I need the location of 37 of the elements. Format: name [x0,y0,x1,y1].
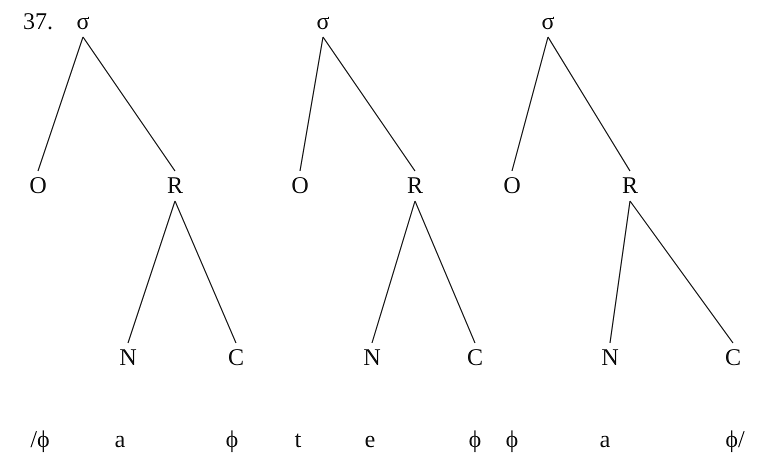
segment-symbol: ϕ [506,427,518,453]
segment-symbol: e [364,427,376,453]
tree-branch [371,200,416,344]
tree-node-label: C [228,345,244,371]
tree-node-label: σ [76,9,90,35]
tree-node-label: R [407,173,423,199]
tree-branch [299,36,324,172]
segment-symbol: a [114,427,126,453]
tree-branch [547,36,631,172]
segment-symbol: a [600,427,610,453]
tree-branch [630,200,734,344]
segment-symbol: /ϕ [30,427,50,453]
tree-node-label: σ [316,9,330,35]
tree-node-label: C [467,345,483,371]
segment-symbol: ϕ [468,427,482,453]
tree-node-label: O [503,173,521,199]
tree-branch [37,36,84,172]
tree-branch [322,36,416,172]
segment-symbol: t [294,427,302,453]
tree-node-label: O [29,173,47,199]
tree-branch [82,36,176,172]
tree-branch [414,200,476,344]
tree-node-label: O [291,173,309,199]
tree-node-label: N [363,345,381,371]
tree-branch [127,200,176,344]
tree-branch [174,200,237,344]
example-number: 37. [23,9,53,35]
tree-node-label: C [725,345,741,371]
tree-node-label: σ [542,9,554,35]
segment-symbol: ϕ/ [725,427,745,453]
tree-node-label: R [167,173,183,199]
tree-node-label: R [622,173,638,199]
tree-node-label: N [119,345,137,371]
segment-symbol: ϕ [226,427,238,453]
tree-branch [609,200,631,344]
tree-branch [511,36,549,172]
tree-node-label: N [601,345,619,371]
